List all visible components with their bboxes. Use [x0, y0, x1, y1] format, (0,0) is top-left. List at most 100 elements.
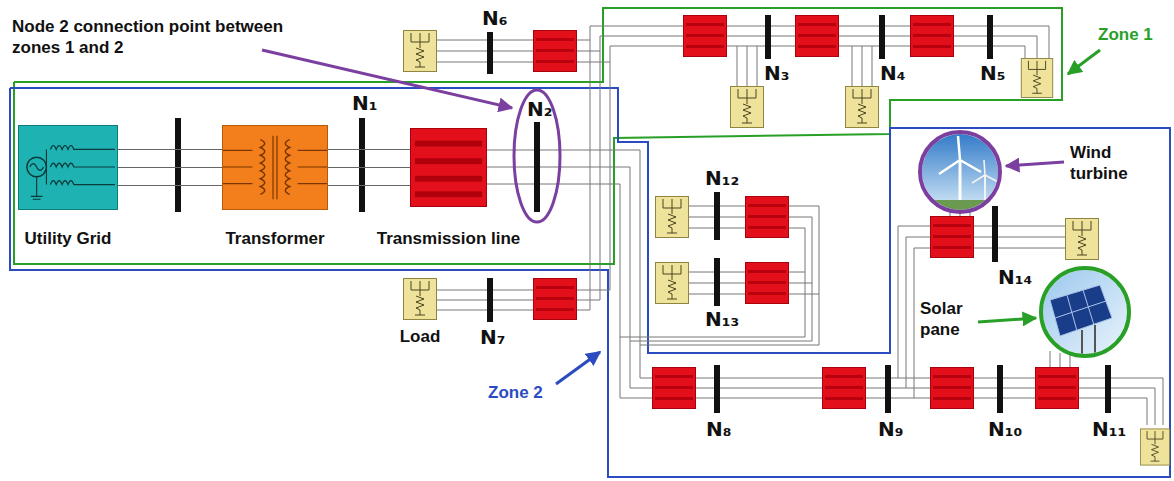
leader-arrow [1006, 162, 1064, 166]
node-number: N₇ [480, 326, 506, 349]
load-symbol [1066, 219, 1099, 260]
solar-panel-icon [1041, 268, 1129, 356]
load-symbol [731, 87, 764, 128]
bus-bar [885, 365, 891, 413]
transformer-box [223, 126, 327, 209]
transformer-box [223, 150, 327, 183]
bus-bar [992, 206, 998, 262]
transformer-box [285, 140, 289, 195]
load-symbol [404, 31, 437, 72]
wire [437, 290, 533, 310]
callout-text: Wind turbine [1070, 142, 1142, 184]
node2-highlight [514, 90, 560, 222]
bus-bar [487, 32, 493, 74]
wire [737, 46, 757, 86]
load-symbol [1140, 429, 1169, 465]
wind-turbine-icon [972, 160, 998, 183]
load-box [403, 278, 437, 320]
wire [620, 150, 652, 398]
wire [839, 26, 910, 46]
node-number: N₃ [764, 62, 790, 85]
transmission-line-box [415, 158, 482, 164]
load-box [404, 279, 437, 320]
transmission-line-box [411, 129, 486, 206]
node-number: N₁ [352, 92, 378, 115]
bus-bar [714, 258, 720, 306]
bus-bar [987, 15, 993, 59]
wind-turbine-icon [920, 132, 1000, 212]
node-number: N₁₁ [1092, 418, 1126, 441]
solar-panel-icon [1043, 270, 1127, 354]
load-symbol [656, 263, 689, 304]
line-block [931, 217, 974, 258]
solar-panel-icon [1050, 285, 1112, 336]
utility-grid-box: Utility Grid [18, 125, 118, 210]
load-symbol [656, 197, 689, 238]
load-symbol [846, 87, 879, 128]
transformer-box [260, 140, 264, 195]
wire [590, 26, 683, 46]
solar-panel-icon [1043, 270, 1127, 354]
leader-arrow [556, 352, 600, 384]
node-number: N₁₃ [705, 308, 739, 331]
wire [577, 40, 610, 62]
bus-bar [765, 15, 771, 59]
bus-bar [879, 15, 885, 59]
connector-line [118, 150, 222, 186]
node-number: N₁₂ [705, 167, 739, 190]
connector-line [328, 150, 410, 186]
transmission-line-box: Transmission line [410, 128, 487, 207]
load-box: Load [403, 278, 437, 320]
node-number: N₆ [482, 7, 508, 30]
solar-panel-icon [1055, 290, 1106, 331]
wire [577, 290, 610, 310]
bus-bar [487, 278, 493, 322]
line-block [534, 279, 577, 320]
bus-bar [997, 365, 1003, 413]
load-symbol [1021, 58, 1052, 97]
transmission-line-box [415, 191, 482, 197]
wind-turbine-icon [920, 132, 1000, 212]
zone-label: Zone 2 [488, 382, 543, 403]
transmission-line-box [415, 141, 482, 147]
node-number: N₉ [878, 418, 904, 441]
line-block [931, 368, 974, 409]
utility-grid-box [19, 126, 117, 209]
node-number: N₅ [980, 62, 1006, 85]
wire [852, 46, 872, 86]
bus-bar [534, 122, 540, 212]
utility-grid-box [31, 146, 115, 200]
line-block [534, 31, 577, 72]
node2-highlight [514, 90, 560, 222]
node-label: Load [400, 327, 441, 347]
transmission-line-box [415, 176, 482, 182]
wire [727, 26, 795, 46]
solar-panel-icon [1082, 325, 1095, 354]
wind-turbine-icon [920, 132, 1000, 212]
leader-arrow [262, 50, 512, 108]
bus-bar [1105, 365, 1111, 413]
wind-turbine-icon [939, 136, 981, 174]
utility-grid-box [27, 157, 47, 177]
node-label: Transformer [225, 229, 324, 249]
line-block [534, 16, 1079, 409]
zone-outline [10, 8, 1170, 477]
wire [974, 378, 1035, 398]
line-block [796, 16, 839, 57]
callout-text: Solar pane [920, 298, 980, 340]
wind-turbine-icon [920, 132, 1000, 212]
wire [437, 40, 533, 62]
line-block [911, 16, 954, 57]
bus-bar [175, 15, 1111, 413]
node-number: N₂ [527, 98, 553, 121]
wire [954, 26, 1049, 58]
wire [974, 226, 1065, 248]
wire [866, 378, 930, 398]
wire [789, 272, 819, 294]
transformer-box [273, 136, 277, 199]
utility-grid-box [30, 164, 44, 171]
line-block [653, 368, 696, 409]
bus-bar [175, 118, 181, 212]
leader-arrow [978, 318, 1036, 322]
